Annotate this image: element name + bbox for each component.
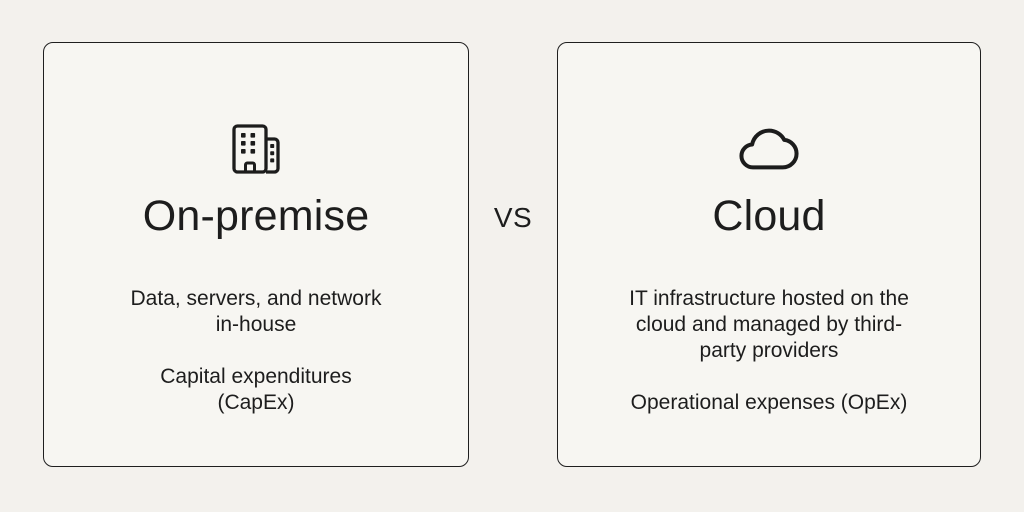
cloud-icon xyxy=(738,127,800,171)
on-premise-title: On-premise xyxy=(142,192,370,240)
cloud-card: Cloud IT infrastructure hosted on the cl… xyxy=(557,42,981,467)
vs-label: VS xyxy=(493,202,533,233)
on-premise-description: Data, servers, and network in-house xyxy=(130,287,382,336)
cloud-icon-slot xyxy=(738,122,800,176)
cloud-title: Cloud xyxy=(712,192,826,240)
on-premise-detail: Capital expenditures (CapEx) xyxy=(160,365,352,414)
on-premise-icon-slot xyxy=(230,122,282,176)
building-icon xyxy=(230,123,282,175)
on-premise-card: On-premise Data, servers, and network in… xyxy=(43,42,469,467)
cloud-description: IT infrastructure hosted on the cloud an… xyxy=(629,287,909,362)
cloud-detail: Operational expenses (OpEx) xyxy=(630,391,908,414)
